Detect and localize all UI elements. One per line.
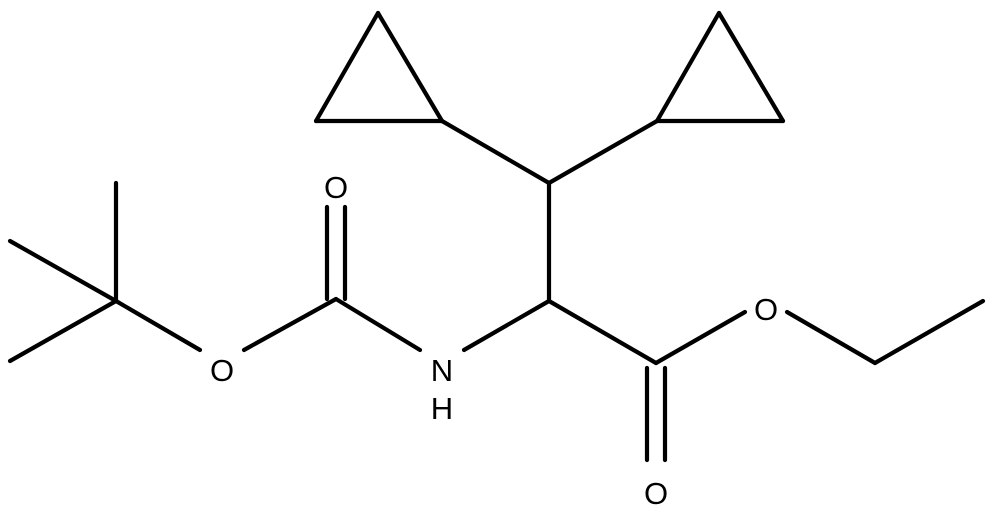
bond-tbu-methyl-left-lower bbox=[7, 298, 119, 364]
bond-beta-to-right-cyclopropyl bbox=[546, 118, 660, 186]
bond-carbonyl-carbon-to-nitrogen bbox=[333, 296, 423, 353]
ring-left-bond-2 bbox=[313, 10, 381, 124]
bond-nitrogen-to-alpha-carbon bbox=[461, 298, 552, 353]
backbone bbox=[439, 118, 660, 353]
bond-alpha-to-ester-carbon bbox=[546, 298, 659, 366]
bond-ch2-to-ch3 bbox=[872, 298, 986, 366]
carbamate-group bbox=[241, 204, 423, 353]
atom-label-carbamate-carbonyl-oxygen: O bbox=[324, 170, 348, 205]
atom-label-amide-nitrogen: N bbox=[431, 353, 453, 388]
tert-butyl-group bbox=[7, 180, 203, 364]
ethyl-ester-group bbox=[546, 298, 986, 463]
bond-tbu-methyl-left-upper bbox=[7, 238, 119, 304]
bond-ester-carbon-to-alkoxy-oxygen bbox=[653, 309, 748, 366]
ring-left-bond-3 bbox=[375, 10, 445, 124]
bond-beta-to-left-cyclopropyl bbox=[439, 118, 552, 186]
cyclopropyl-ring-right bbox=[654, 10, 786, 124]
cyclopropyl-ring-left bbox=[313, 10, 445, 124]
bond-alkoxy-oxygen-to-ch2 bbox=[784, 309, 878, 366]
bond-ether-oxygen-to-carbonyl-carbon bbox=[241, 296, 339, 353]
bond-tbu-to-ether-oxygen bbox=[113, 298, 203, 353]
atom-label-amide-hydrogen: H bbox=[431, 391, 453, 426]
ring-right-bond-3 bbox=[654, 10, 722, 124]
ring-right-bond-2 bbox=[716, 10, 786, 124]
atom-label-ether-oxygen: O bbox=[210, 353, 234, 388]
atom-label-ester-alkoxy-oxygen: O bbox=[754, 292, 778, 327]
atom-label-ester-carbonyl-oxygen: O bbox=[644, 476, 668, 511]
